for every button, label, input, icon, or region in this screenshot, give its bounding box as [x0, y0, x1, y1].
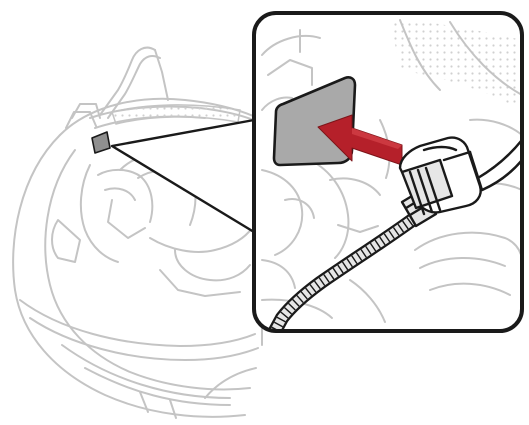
callout-pointer [110, 118, 256, 234]
inset-liner-texture [390, 18, 522, 110]
helmet-attachment-pad [91, 131, 111, 154]
insert-arrow [317, 114, 403, 166]
magnifier-inset [252, 11, 524, 333]
helmet-outline [12, 46, 263, 419]
coiled-cable [268, 211, 422, 331]
speaker-connector [398, 136, 484, 228]
inset-frame [252, 11, 524, 333]
helmet-liner-texture [111, 104, 241, 125]
